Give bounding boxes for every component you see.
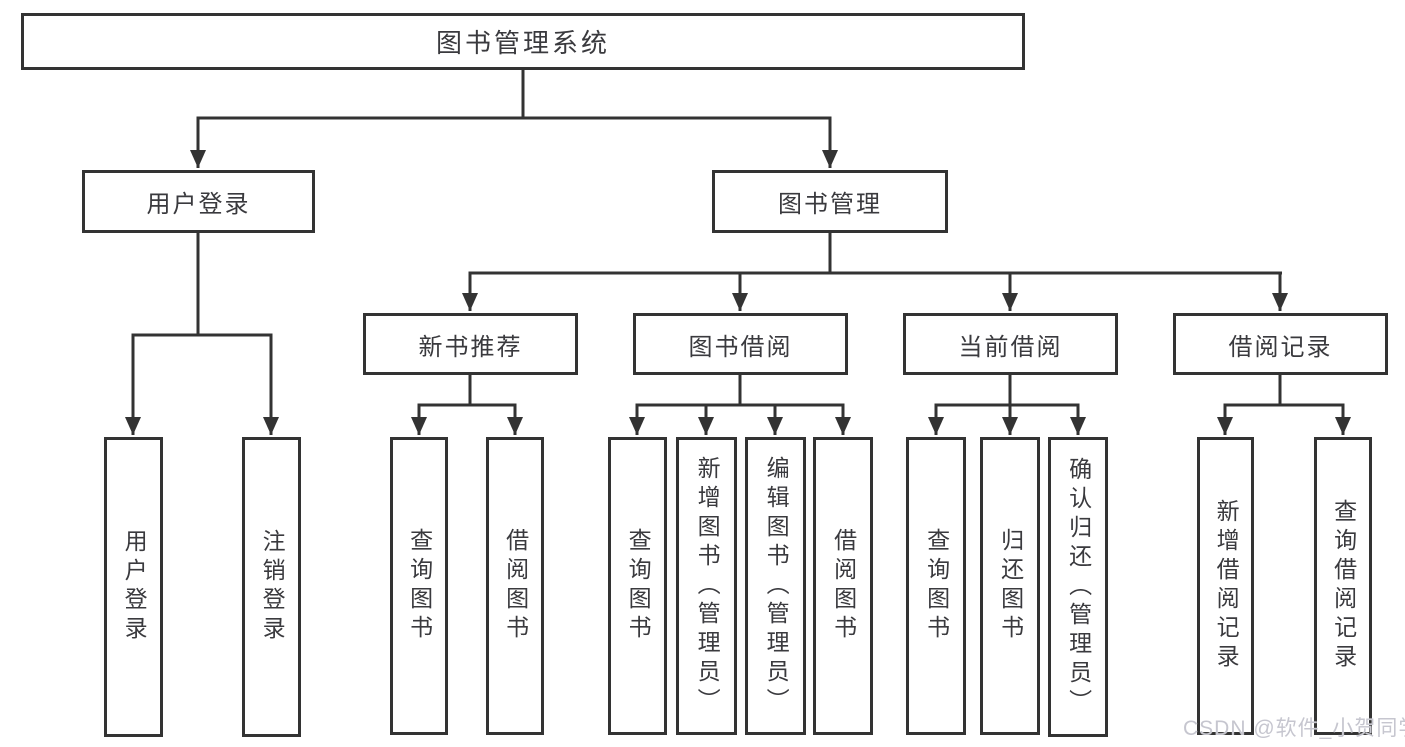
node-user-login: 用户登录 [82,170,315,233]
leaf-cb-query-books: 查询图书 [906,437,966,735]
node-borrow-records: 借阅记录 [1173,313,1388,375]
leaf-user-login: 用户登录 [104,437,163,737]
leaf-br-query-record: 查询借阅记录 [1314,437,1372,735]
leaf-bb-add-books-admin: 新增图书（管理员） [676,437,737,735]
leaf-bb-query-books: 查询图书 [608,437,667,735]
leaf-nbr-borrow-books: 借阅图书 [486,437,544,735]
node-current-borrow: 当前借阅 [903,313,1118,375]
node-root: 图书管理系统 [21,13,1025,70]
leaf-bb-borrow-books: 借阅图书 [813,437,873,735]
node-book-borrow: 图书借阅 [633,313,848,375]
leaf-logout: 注销登录 [242,437,301,737]
leaf-cb-return-books: 归还图书 [980,437,1040,735]
branch-rails [131,70,1345,407]
node-new-book-recommend: 新书推荐 [363,313,578,375]
leaf-cb-confirm-return-admin: 确认归还（管理员） [1048,437,1108,737]
node-book-management: 图书管理 [712,170,948,233]
leaf-bb-edit-books-admin: 编辑图书（管理员） [745,437,806,735]
csdn-watermark: CSDN @软件_小贺同学 [1183,717,1405,740]
leaf-nbr-query-books: 查询图书 [390,437,448,735]
leaf-br-add-record: 新增借阅记录 [1197,437,1254,735]
